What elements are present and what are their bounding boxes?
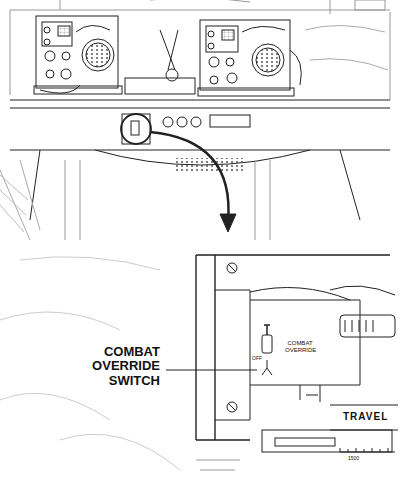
scale-number: 1500 <box>348 456 359 462</box>
callout-label: COMBAT OVERRIDE SWITCH <box>70 345 160 388</box>
panel-marking: COMBAT OVERRIDE <box>285 340 315 353</box>
switch-position: OFF <box>252 356 262 362</box>
travel-plate: TRAVEL <box>342 411 389 422</box>
